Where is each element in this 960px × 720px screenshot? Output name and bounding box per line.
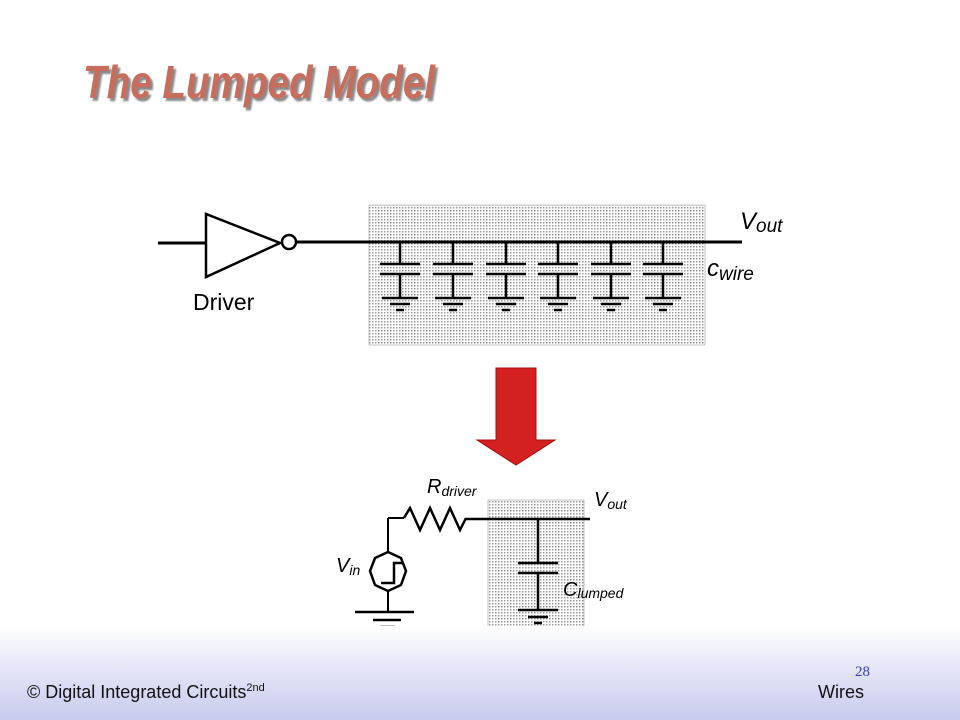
footer-edition: 2nd	[246, 682, 265, 694]
footer-band	[0, 626, 960, 720]
capacitor-4	[538, 242, 578, 312]
capacitor-2	[433, 242, 473, 312]
page-number: 28	[855, 664, 870, 680]
capacitor-5	[591, 242, 631, 312]
cwire-label: cwire	[707, 255, 754, 285]
resistor-rdriver	[402, 504, 468, 534]
footer-course-text: © Digital Integrated Circuits	[27, 682, 247, 702]
vout-top-label: Vout	[740, 208, 783, 237]
lumped-capacitor	[518, 519, 558, 625]
slide-title: The Lumped Model	[83, 56, 436, 108]
capacitor-6	[643, 242, 683, 312]
driver-label: Driver	[193, 289, 255, 315]
driver-inverter-bubble	[280, 233, 298, 251]
driver-inverter-triangle	[204, 212, 284, 279]
lumped-circuit-diagram: Rdriver Vout Vin Clumped	[336, 476, 628, 647]
voltage-source-body	[368, 550, 408, 593]
step-waveform-icon	[381, 561, 402, 585]
rdriver-label: Rdriver	[427, 476, 478, 499]
vout-bottom-label: Vout	[594, 489, 628, 512]
footer-course-title: © Digital Integrated Circuits2nd	[27, 682, 265, 703]
down-arrow	[475, 367, 557, 466]
capacitor-1	[380, 242, 420, 312]
distributed-wire-diagram: Driver Vout cwire	[158, 204, 783, 346]
vin-label: Vin	[336, 555, 360, 578]
capacitor-3	[486, 242, 526, 312]
footer-chapter: Wires	[818, 682, 864, 702]
clumped-label: Clumped	[563, 579, 625, 601]
